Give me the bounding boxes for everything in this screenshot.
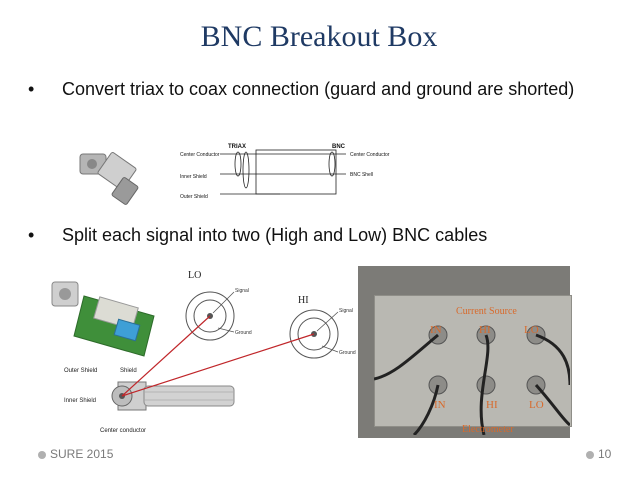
cutaway-label-inner: Inner Shield: [64, 398, 96, 404]
hi-diagram-label: HI: [298, 295, 309, 306]
bullet-marker: •: [28, 225, 35, 245]
electrometer-label: Electrometer: [462, 424, 514, 435]
lo-signal-label: Signal: [235, 288, 249, 294]
bottom-lo-label: LO: [529, 399, 544, 411]
bnc-header: BNC: [332, 144, 346, 150]
footer-right: 10: [586, 447, 611, 461]
triax-header: TRIAX: [228, 144, 246, 150]
top-lo-label: LO: [524, 324, 539, 336]
current-source-label: Current Source: [456, 306, 517, 317]
footer-left: SURE 2015: [38, 447, 113, 461]
cutaway-label-center: Center conductor: [100, 428, 146, 434]
top-hi-label: HI: [479, 324, 491, 336]
lo-ground-label: Ground: [235, 330, 252, 336]
slide-title: BNC Breakout Box: [200, 20, 438, 53]
cutaway-label-shield: Shield: [120, 368, 137, 374]
footer-dot-icon: [38, 450, 46, 459]
right-label-center: Center Conductor: [350, 152, 390, 158]
left-label-outer: Outer Shield: [180, 194, 208, 200]
red-line-to-lo: [121, 315, 211, 397]
hi-ground-label: Ground: [339, 350, 356, 356]
footer-dot-icon: [586, 450, 594, 459]
hi-connector-diagram: Signal Ground: [289, 308, 356, 359]
right-label-shell: BNC Shell: [350, 172, 373, 178]
bottom-in-label: IN: [434, 399, 446, 411]
left-label-center: Center Conductor: [180, 152, 220, 158]
page-number: 10: [598, 447, 612, 461]
bottom-hi-label: HI: [486, 399, 498, 411]
triax-adapter-image: [79, 152, 139, 205]
bullet-text: Split each signal into two (High and Low…: [62, 225, 488, 245]
top-in-label: IN: [430, 324, 442, 336]
breakout-board-image: [51, 281, 155, 357]
triax-bnc-diagram: TRIAX BNC Center Conductor Inner Shield …: [180, 144, 390, 200]
cutaway-label-outer: Outer Shield: [64, 368, 97, 374]
lo-connector-diagram: Signal Ground: [185, 288, 252, 341]
breakout-box-connectors: [374, 325, 570, 435]
bullet-text: Convert triax to coax connection (guard …: [62, 79, 575, 99]
lo-diagram-label: LO: [188, 270, 202, 281]
left-label-inner: Inner Shield: [180, 174, 207, 180]
red-line-to-hi: [121, 333, 315, 397]
hi-signal-label: Signal: [339, 308, 353, 314]
bullet-marker: •: [28, 79, 35, 99]
footer-text: SURE 2015: [50, 447, 114, 461]
